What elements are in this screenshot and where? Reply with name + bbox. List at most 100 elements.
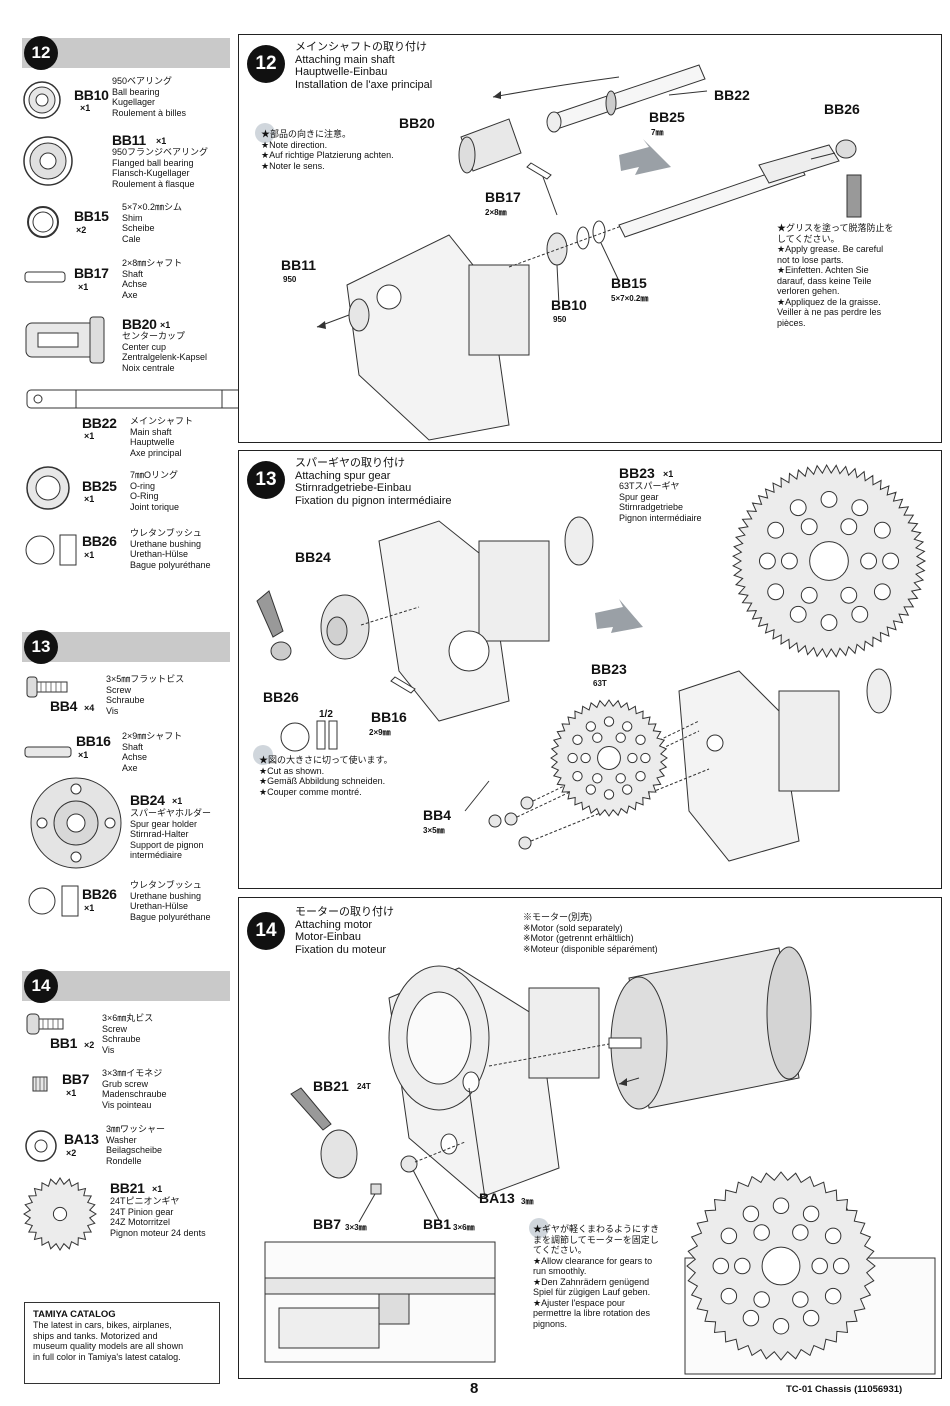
part-description: 3㎜ワッシャー Washer Beilagscheibe Rondelle (106, 1124, 166, 1166)
main-shaft-icon (26, 389, 272, 409)
part-qty: ×2 (84, 1040, 95, 1050)
label-ba13-size: 3㎜ (521, 1197, 534, 1206)
pinion-gear-icon (23, 1177, 97, 1251)
spur-gear-holder-icon (30, 777, 122, 869)
ball-bearing-icon (23, 81, 61, 119)
step12-diagram (316, 64, 862, 441)
part-code: BA13 (64, 1131, 99, 1147)
part-code: BB26 (82, 886, 117, 902)
part-code: BB22 (82, 415, 117, 431)
part-qty: ×1 (84, 903, 95, 913)
shim-icon (27, 206, 59, 238)
part-code: BB25 (82, 478, 117, 494)
label-bb17-size: 2×8㎜ (485, 208, 507, 217)
note-direction: ★部品の向きに注意。 ★Note direction. ★Auf richtig… (261, 129, 394, 171)
part-description: ウレタンブッシュ Urethane bushing Urethan-Hülse … (130, 528, 211, 570)
shaft-icon (24, 271, 66, 283)
part-description: スパーギヤホルダー Spur gear holder Stirnrad-Halt… (130, 808, 212, 860)
part-qty: ×1 (84, 550, 95, 560)
center-cup-icon (25, 316, 105, 364)
note-gear-clearance: ★ギヤが軽くまわるようにすき まを調節してモーターを固定し てください。 ★Al… (533, 1224, 660, 1329)
part-qty: ×1 (78, 750, 89, 760)
flat-screw-icon (26, 676, 68, 698)
label-bb10: BB10 (551, 297, 587, 313)
label-bb1-size: 3×6㎜ (453, 1223, 475, 1232)
part-qty: ×2 (76, 225, 87, 235)
label-bb22: BB22 (714, 87, 750, 103)
step-title: スパーギヤの取り付け Attaching spur gear Stirnradg… (295, 457, 452, 507)
catalog-box: TAMIYA CATALOG The latest in cars, bikes… (24, 1302, 220, 1384)
label-bb7-size: 3×3㎜ (345, 1223, 367, 1232)
label-bb4-size: 3×5㎜ (423, 826, 445, 835)
part-description: 3×6㎜丸ビス Screw Schraube Vis (102, 1013, 154, 1055)
urethane-bushing-icon (28, 885, 79, 917)
label-bb26: BB26 (263, 689, 299, 705)
step-number-badge: 13 (247, 461, 285, 499)
note-cut: ★図の大きさに切って使います。 ★Cut as shown. ★Gemäß Ab… (259, 755, 393, 797)
label-bb20: BB20 (399, 115, 435, 131)
label-bb21: BB21 (313, 1078, 349, 1094)
part-qty: ×1 (66, 1088, 77, 1098)
label-bb11: BB11 (281, 257, 317, 273)
highlight-dot (255, 123, 275, 143)
model-name: TC-01 Chassis (11056931) (786, 1384, 903, 1395)
label-bb1: BB1 (423, 1216, 452, 1232)
o-ring-icon (26, 466, 70, 510)
spur-gear-inset-icon (686, 1171, 876, 1361)
part-qty: ×1 (80, 103, 91, 113)
step-number-badge: 14 (247, 912, 285, 950)
step-title: モーターの取り付け Attaching motor Motor-Einbau F… (295, 906, 394, 956)
part-description: 950フランジベアリング Flanged ball bearing Flansc… (112, 147, 209, 189)
part-description: ウレタンブッシュ Urethane bushing Urethan-Hülse … (130, 880, 211, 922)
part-code: BB16 (76, 733, 111, 749)
step-title: メインシャフトの取り付け Attaching main shaft Hauptw… (295, 41, 433, 91)
part-description: 2×8㎜シャフト Shaft Achse Axe (122, 258, 183, 300)
label-bb15: BB15 (611, 275, 647, 291)
part-code: BB7 (62, 1071, 90, 1087)
part-code: BB24 (130, 792, 165, 808)
part-code: BB4 (50, 698, 78, 714)
part-description: 950ベアリング Ball bearing Kugellager Rouleme… (112, 76, 187, 118)
spur-gear-63t-icon (732, 463, 927, 659)
part-description: メインシャフト Main shaft Hauptwelle Axe princi… (130, 416, 194, 458)
label-bb23: BB23 (591, 661, 627, 677)
part-description: 3×3㎜イモネジ Grub screw Madenschraube Vis po… (102, 1068, 167, 1110)
label-bb23-teeth: 63T (593, 679, 607, 688)
label-bb21-teeth: 24T (357, 1082, 371, 1091)
part-qty: ×4 (84, 703, 95, 713)
label-ba13: BA13 (479, 1190, 515, 1206)
step14-panel: 14 モーターの取り付け Attaching motor Motor-Einba… (238, 897, 942, 1379)
part-description: 2×9㎜シャフト Shaft Achse Axe (122, 731, 183, 773)
label-bb16: BB16 (371, 709, 407, 725)
part-qty: ×1 (84, 494, 95, 504)
catalog-title: TAMIYA CATALOG (33, 1309, 116, 1320)
label-bb7: BB7 (313, 1216, 342, 1232)
step-number-badge: 12 (247, 45, 285, 83)
label-bb23-callout: BB23 (619, 465, 655, 481)
part-qty: ×1 (84, 431, 95, 441)
part-qty: ×1 (78, 282, 89, 292)
note-motor-sold-separately: ※モーター(別売) ※Motor (sold separately) ※Moto… (523, 912, 658, 954)
label-half: 1/2 (319, 709, 333, 720)
part-qty: ×1 (160, 320, 171, 330)
part-qty: ×1 (152, 1184, 163, 1194)
part-code: BB20 (122, 316, 157, 332)
step-number-badge: 13 (24, 630, 58, 664)
part-description: 3×5㎜フラットビス Screw Schraube Vis (106, 674, 185, 716)
part-description: 5×7×0.2㎜シム Shim Scheibe Cale (122, 202, 183, 244)
label-bb17: BB17 (485, 189, 521, 205)
highlight-dot (529, 1218, 549, 1238)
part-code: BB26 (82, 533, 117, 549)
part-description: センターカップ Center cup Zentralgelenk-Kapsel … (122, 331, 208, 373)
part-description: 24Tピニオンギヤ 24T Pinion gear 24Z Motorritze… (110, 1196, 206, 1238)
label-bb25-size: 7㎜ (651, 128, 664, 137)
note-grease: ★グリスを塗って脱落防止を してください。 ★Apply grease. Be … (777, 223, 894, 328)
label-bb4: BB4 (423, 807, 452, 823)
grub-screw-icon (32, 1076, 48, 1092)
flanged-bearing-icon (23, 136, 73, 186)
label-bb11-size: 950 (283, 275, 297, 284)
part-code: BB10 (74, 87, 109, 103)
part-code: BB15 (74, 208, 109, 224)
part-code: BB21 (110, 1180, 145, 1196)
round-screw-icon (26, 1013, 64, 1035)
